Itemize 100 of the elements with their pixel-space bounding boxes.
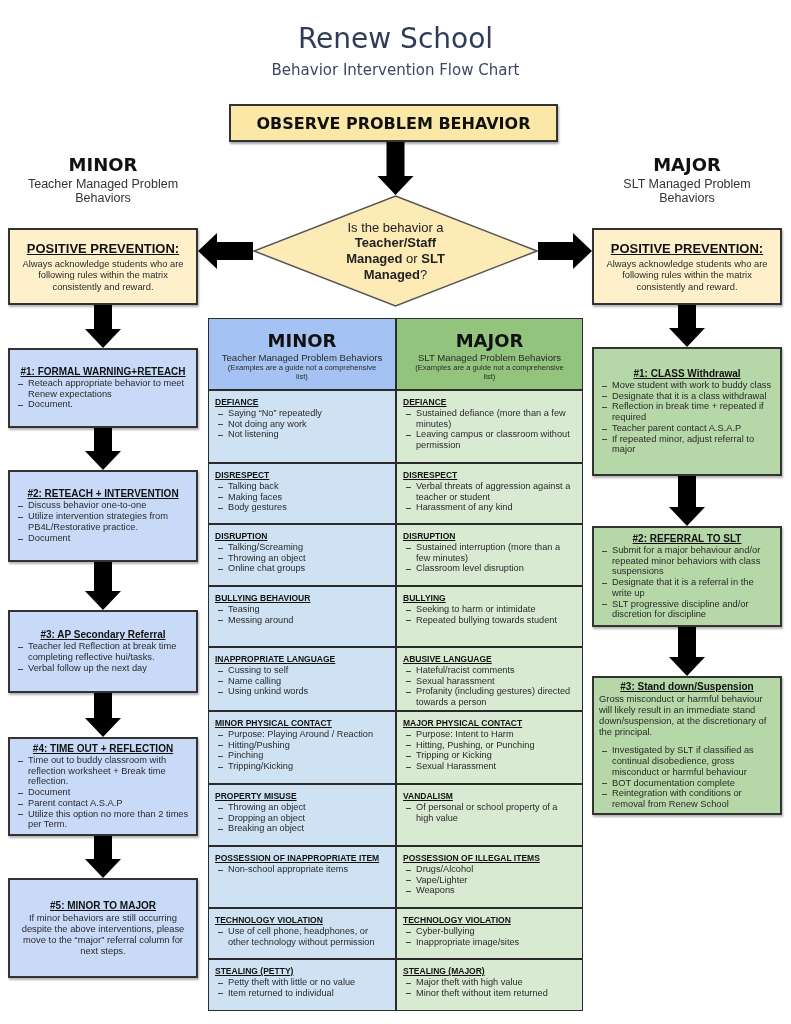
step-box	[592, 347, 782, 476]
bullet-item: Utilize intervention strategies from PB4L/Restorative practice.	[15, 511, 191, 533]
table-cell	[396, 647, 583, 711]
bullet-item: Hateful/racist comments	[403, 665, 576, 676]
box-heading: #1: FORMAL WARNING+RETEACH	[19, 365, 187, 377]
bullet-item: Weapons	[403, 885, 576, 896]
box-heading: POSITIVE PREVENTION:	[26, 240, 180, 256]
category-heading: POSSESSION OF INAPPROPRIATE ITEM	[215, 853, 381, 863]
bullet-item: Making faces	[215, 491, 389, 503]
step-box	[8, 737, 198, 836]
column-heading: MAJOR	[455, 329, 524, 351]
step-box	[592, 676, 782, 815]
bullet-item: Name calling	[215, 675, 389, 687]
column-heading: MINOR	[267, 329, 337, 351]
bullet-item: Not listening	[215, 429, 389, 440]
table-cell	[208, 908, 396, 959]
box-heading: #5: MINOR TO MAJOR	[49, 899, 157, 911]
table-cell	[208, 390, 396, 463]
table-header-cell	[396, 318, 583, 390]
block-arrow	[377, 142, 414, 195]
bullet-item: Throwing an object	[215, 552, 389, 564]
table-cell	[208, 647, 396, 711]
block-arrow	[85, 836, 121, 878]
decision-diamond	[253, 195, 538, 307]
category-heading: DEFIANCE	[215, 397, 260, 407]
table-cell	[396, 524, 583, 586]
block-arrow	[669, 627, 705, 676]
bullet-item: Dropping an object	[215, 812, 389, 824]
box-heading: #1: CLASS Withdrawal	[632, 367, 742, 379]
category-heading: STEALING (PETTY)	[215, 966, 295, 976]
bullet-item: Reflection in break time + repeated if required	[599, 401, 775, 423]
bullet-item: Talking back	[215, 481, 389, 492]
table-cell	[208, 784, 396, 846]
bullet-item: Teacher parent contact A.S.A.P	[599, 422, 775, 434]
bullet-item: Seeking to harm or intimidate	[403, 604, 576, 615]
body-text: If minor behaviors are still occurring despite the above interventions, please move to the “major” referral column for next steps.	[20, 911, 186, 957]
block-arrow	[669, 476, 705, 526]
column-title: MINOR	[67, 154, 139, 175]
box-heading: #4: TIME OUT + REFLECTION	[31, 742, 175, 754]
bullet-item: Messing around	[215, 614, 389, 626]
bullet-item: Investigated by SLT if classified as continual disobedience, gross misconduct or harmful behaviour	[599, 745, 775, 778]
category-heading: BULLYING BEHAVIOUR	[215, 593, 312, 603]
bullet-item: Drugs/Alcohol	[403, 864, 576, 875]
bullet-item: Document	[15, 787, 191, 798]
category-heading: DEFIANCE	[403, 397, 448, 407]
bullet-item: Saying “No” repeatedly	[215, 408, 389, 419]
banner-text: OBSERVE PROBLEM BEHAVIOR	[256, 113, 531, 133]
table-cell	[396, 463, 583, 524]
bullet-item: SLT progressive discipline and/or discretion for discipline	[599, 598, 775, 621]
step-box	[8, 610, 198, 693]
bullet-item: Sexual Harassment	[403, 761, 576, 772]
bullet-item: Designate that it is a referral in the write up	[599, 577, 775, 599]
table-cell	[208, 846, 396, 908]
column-subtitle: SLT Managed Problem Behaviors	[417, 351, 562, 363]
bullet-item: Purpose: Intent to Harm	[403, 729, 576, 740]
title: Renew School	[296, 22, 495, 55]
bullet-item: Reintegration with conditions or removal from Renew School	[599, 788, 775, 811]
body-text: Gross misconduct or harmful behaviour will likely result in an immediate stand down/suspension, at the discretionary of the principal.	[599, 692, 768, 738]
bullet-item: Parent contact A.S.A.P	[15, 797, 191, 809]
table-cell	[208, 586, 396, 647]
bullet-item: Verbal threats of aggression against a teacher or student	[403, 481, 576, 503]
table-cell	[396, 586, 583, 647]
bullet-item: Throwing an object	[215, 802, 389, 813]
column-description: Teacher Managed Problem Behaviors	[26, 177, 180, 206]
bullet-item: Verbal follow up the next day	[15, 662, 191, 674]
bullet-item: Major theft with high value	[403, 977, 576, 988]
bullet-item: Of personal or school property of a high value	[403, 802, 576, 824]
bullet-item: Teacher led Reflection at break time completing reflective hui/tasks.	[15, 641, 191, 663]
bullet-item: Non-school appropriate items	[215, 864, 389, 875]
decision-text: Is the behavior a Teacher/Staff Managed or SLT Managed?	[345, 219, 446, 283]
bullet-item: Breaking an object	[215, 823, 389, 834]
bullet-item: Discuss behavior one-to-one	[15, 500, 191, 512]
step-box	[8, 470, 198, 562]
bullet-item: Sustained defiance (more than a few minutes)	[403, 408, 576, 430]
step-box	[8, 878, 198, 978]
box-heading: #3: Stand down/Suspension	[619, 680, 755, 692]
table-cell	[396, 959, 583, 1011]
table-cell	[396, 846, 583, 908]
bullet-item: Tripping/Kicking	[215, 761, 389, 772]
bullet-item: Minor theft without item returned	[403, 987, 576, 999]
bullet-item: Repeated bullying towards student	[403, 614, 576, 626]
bullet-item: Purpose: Playing Around / Reaction	[215, 729, 389, 740]
category-heading: DISRESPECT	[403, 470, 459, 480]
category-heading: POSSESSION OF ILLEGAL ITEMS	[403, 853, 541, 863]
category-heading: ABUSIVE LANGUAGE	[403, 654, 493, 664]
step-box	[592, 526, 782, 627]
category-heading: MINOR PHYSICAL CONTACT	[215, 718, 333, 728]
category-heading: DISRESPECT	[215, 470, 271, 480]
block-arrow	[85, 562, 121, 610]
bullet-item: Time out to buddy classroom with reflection worksheet + Break time reflection.	[15, 754, 191, 788]
bullet-item: Tripping or Kicking	[403, 750, 576, 761]
table-cell	[396, 908, 583, 959]
box-heading: #2: REFERRAL TO SLT	[631, 532, 743, 544]
bullet-item: Leaving campus or classroom without permission	[403, 429, 576, 451]
table-cell	[208, 524, 396, 586]
bullet-item: Hitting, Pushing, or Punching	[403, 739, 576, 751]
category-heading: PROPERTY MISUSE	[215, 791, 298, 801]
body-text: Always acknowledge students who are following rules within the matrix consistently and reward.	[21, 257, 185, 293]
category-heading: TECHNOLOGY VIOLATION	[215, 915, 324, 925]
table-header-cell	[208, 318, 396, 390]
